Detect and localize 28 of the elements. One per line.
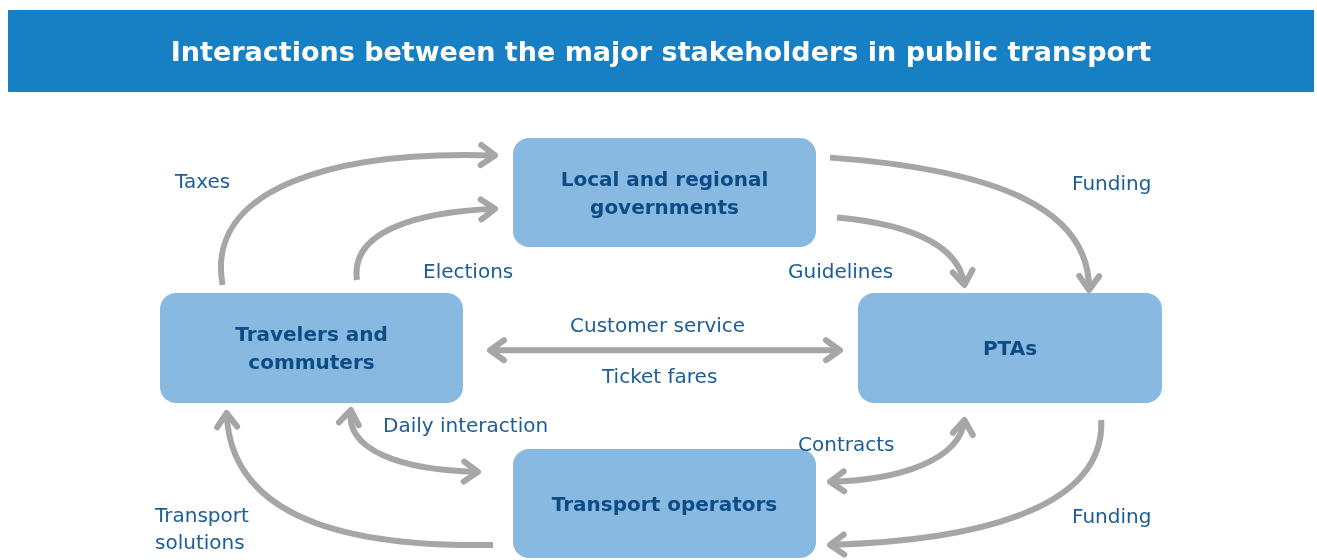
curved-arrow [829,154,1101,293]
edge-label: Daily interaction [383,412,549,439]
curved-arrow [827,417,974,495]
edge-label: Funding [1072,503,1152,530]
edge-label: Elections [423,258,514,285]
node-label: PTAs [982,335,1038,362]
title-text: Interactions between the major stakeholders in public transport [170,35,1152,67]
node-label: Local and regional governments [559,165,770,221]
curved-arrow [487,337,843,364]
edge-label: Contracts [798,431,895,458]
edge-label: Taxes [175,168,231,195]
edge-label: Transport solutions [155,502,250,556]
stakeholder-box [513,449,816,558]
curved-arrow [218,142,498,286]
curved-arrow [215,410,493,548]
curved-arrow [836,214,975,288]
edge-label: Customer service [570,312,746,339]
stakeholder-box [160,293,463,403]
curved-arrow [827,419,1105,558]
curved-arrow [337,407,481,485]
stakeholder-box [513,138,816,247]
node-label: Travelers and commuters [234,321,389,376]
arrow-caption: Ticket fares [602,363,718,390]
edge-label: Guidelines [788,258,894,285]
node-label: Transport operators [551,490,778,518]
edge-label: Funding [1072,170,1152,197]
stakeholder-box [858,293,1162,403]
curved-arrow [353,196,498,281]
